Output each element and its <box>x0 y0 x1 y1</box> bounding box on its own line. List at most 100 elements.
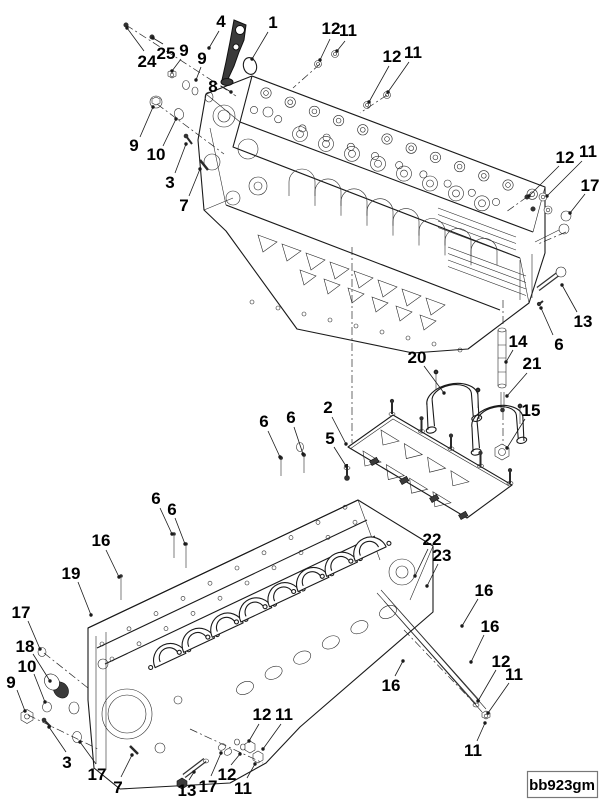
construction-line <box>403 629 476 705</box>
callout-label: 6 <box>151 489 160 508</box>
leader-end-dot <box>413 574 417 578</box>
callout-label: 11 <box>275 705 293 724</box>
construction-line <box>537 231 567 245</box>
leader-end-dot <box>469 660 473 664</box>
leader-end-dot <box>568 211 572 215</box>
callout-leader <box>262 723 282 750</box>
construction-line <box>27 714 99 750</box>
leader-end-dot <box>219 751 223 755</box>
figure-code-box: bb923gm <box>526 770 599 799</box>
leader-end-dot <box>47 725 51 729</box>
callout-label: 16 <box>382 676 401 695</box>
side-windows <box>236 605 397 695</box>
leader-end-dot <box>527 194 531 198</box>
callout-label: 16 <box>92 531 111 550</box>
callout-leader <box>470 634 485 663</box>
leader-end-dot <box>476 699 480 703</box>
leader-end-dot <box>23 709 27 713</box>
ladder-frame-plate <box>296 398 514 521</box>
deck-detail <box>250 87 538 266</box>
callout-leader <box>394 660 404 677</box>
construction-line <box>189 728 264 764</box>
callout-label: 5 <box>325 429 334 448</box>
callout-label: 12 <box>492 652 511 671</box>
main-bearing-saddles <box>148 536 392 671</box>
construction-line <box>505 196 528 213</box>
leader-end-dot <box>198 167 202 171</box>
lower-left-fasteners <box>20 647 139 755</box>
leader-end-dot <box>229 90 233 94</box>
callout-leader <box>77 581 92 616</box>
callout-leader <box>32 653 51 682</box>
callout-label: 11 <box>234 779 252 798</box>
callout-leader <box>79 741 97 765</box>
callout-leader <box>246 763 256 779</box>
callout-leader <box>174 143 187 174</box>
leader-end-dot <box>460 624 464 628</box>
callout-leader <box>293 426 304 455</box>
callout-label: 17 <box>12 603 31 622</box>
leader-end-dot <box>278 455 282 459</box>
leader-end-dot <box>504 360 508 364</box>
callout-label: 7 <box>179 196 188 215</box>
leader-end-dot <box>183 542 187 546</box>
callout-leader <box>368 65 390 103</box>
leader-end-dot <box>442 391 446 395</box>
callout-leader <box>426 563 439 587</box>
callout-leader <box>126 27 145 52</box>
callout-leader <box>220 85 232 93</box>
o-ring-17a <box>560 210 572 222</box>
callout-label: 9 <box>179 41 188 60</box>
o-ring-1 <box>242 57 258 75</box>
callout-leader <box>120 754 133 778</box>
leader-end-dot <box>125 26 129 30</box>
leader-end-dot <box>401 659 405 663</box>
leader-end-dot <box>130 753 134 757</box>
callout-label: 6 <box>286 408 295 427</box>
callout-label: 3 <box>165 173 174 192</box>
callout-label: 18 <box>16 637 35 656</box>
callout-label: 15 <box>522 401 541 420</box>
callout-leader <box>506 418 526 449</box>
figure-code: bb923gm <box>529 777 595 794</box>
leader-end-dot <box>335 49 339 53</box>
callout-label: 13 <box>574 312 593 331</box>
callout-label: 23 <box>433 546 452 565</box>
saddle-brackets <box>425 369 528 456</box>
callout-label: 19 <box>62 564 81 583</box>
callout-leader <box>251 31 269 60</box>
leader-end-dot <box>253 762 257 766</box>
callout-label: 6 <box>554 335 563 354</box>
leader-end-dot <box>386 90 390 94</box>
callout-leader <box>195 66 202 81</box>
leader-end-dot <box>207 46 211 50</box>
callout-leader <box>174 517 186 545</box>
callout-label: 11 <box>505 665 523 684</box>
callout-leader <box>387 61 410 93</box>
callout-label: 1 <box>268 13 277 32</box>
callout-leader <box>48 726 67 753</box>
callout-label: 12 <box>383 47 402 66</box>
o-ring-17b <box>558 223 570 235</box>
callout-label: 10 <box>18 657 37 676</box>
leader-end-dot <box>250 57 254 61</box>
callout-label: 8 <box>208 77 217 96</box>
callout-label: 6 <box>259 412 268 431</box>
cylinder-block-bottom-view <box>87 499 434 790</box>
callout-label: 25 <box>157 44 176 63</box>
leader-end-dot <box>151 105 155 109</box>
leader-end-dot <box>194 78 198 82</box>
callout-label: 11 <box>579 142 597 161</box>
callout-label: 12 <box>218 765 237 784</box>
callout-leader <box>210 752 222 777</box>
callout-leader <box>171 58 182 72</box>
callout-label: 7 <box>113 778 122 797</box>
callout-label: 11 <box>339 21 357 40</box>
callout-leader <box>139 106 154 138</box>
callout-leader <box>333 446 347 467</box>
callout-leader <box>546 160 583 197</box>
deck-studs <box>279 453 306 476</box>
callout-leader <box>230 753 241 766</box>
callout-leader <box>540 307 554 336</box>
